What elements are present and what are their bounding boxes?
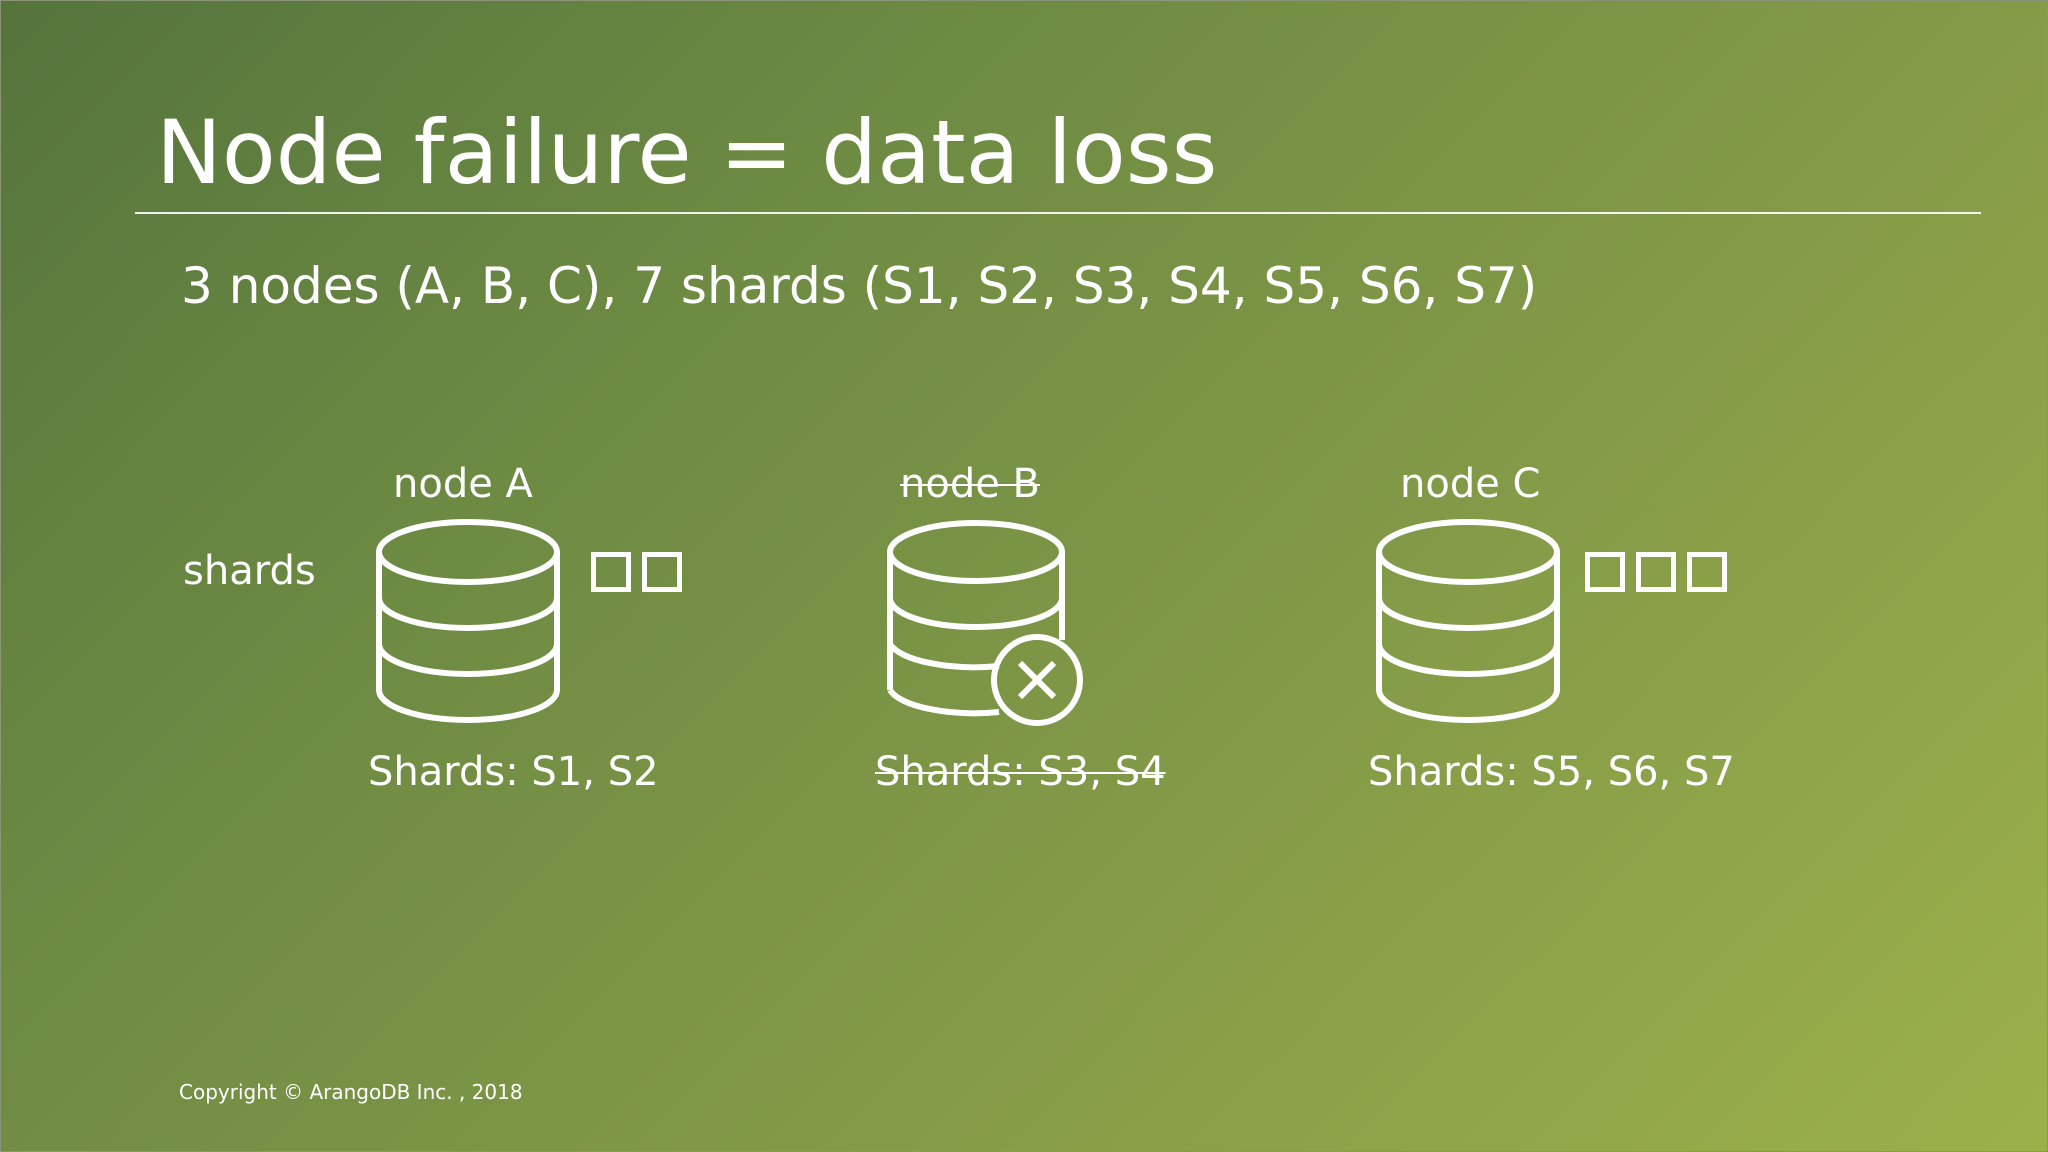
shard-square <box>1636 552 1676 592</box>
shard-square <box>1687 552 1727 592</box>
node-c-shard-squares <box>1585 552 1727 592</box>
node-c-shards: Shards: S5, S6, S7 <box>1368 749 1735 795</box>
slide-title: Node failure = data loss <box>156 101 1218 204</box>
node-a-shard-squares <box>591 552 682 592</box>
database-icon <box>376 519 560 723</box>
node-a-shards: Shards: S1, S2 <box>368 749 659 795</box>
node-a-name: node A <box>393 461 533 507</box>
slide-subtitle: 3 nodes (A, B, C), 7 shards (S1, S2, S3,… <box>181 257 1538 315</box>
shard-square <box>591 552 631 592</box>
title-divider <box>135 212 1981 214</box>
shard-square <box>642 552 682 592</box>
copyright-notice: Copyright © ArangoDB Inc. , 2018 <box>179 1080 523 1104</box>
shard-square <box>1585 552 1625 592</box>
node-c-name: node C <box>1400 461 1541 507</box>
database-failed-icon <box>887 520 1083 726</box>
shards-label: shards <box>183 548 316 594</box>
node-b-shards: Shards: S3, S4 <box>875 749 1166 795</box>
database-icon <box>1376 519 1560 723</box>
node-b-name: node B <box>900 461 1040 507</box>
